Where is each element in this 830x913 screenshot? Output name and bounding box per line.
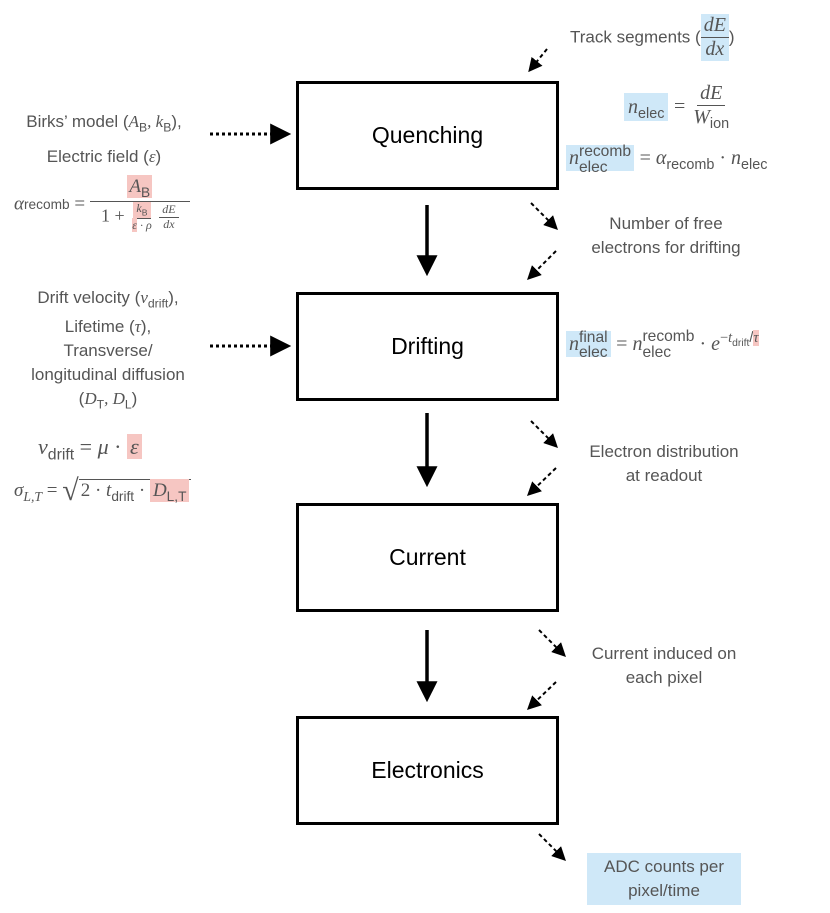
- track-in-arrow: [528, 48, 548, 73]
- stage-quenching-label: Quenching: [371, 122, 484, 148]
- drift-in-arrow: [527, 250, 557, 280]
- stage-electronics: Electronics: [296, 716, 559, 825]
- stage-current: Current: [296, 503, 559, 612]
- stage-drifting: Drifting: [296, 292, 559, 401]
- drift-out-arrow: [530, 420, 558, 448]
- current-out-arrow: [538, 629, 566, 657]
- adc-output-label: ADC counts per pixel/time: [587, 853, 741, 905]
- current-induced-label: Current induced on each pixel: [591, 644, 737, 687]
- v-drift-equation: vdrift = μ · ε: [38, 434, 142, 464]
- stage-quenching: Quenching: [296, 81, 559, 190]
- sigma-equation: σL,T = √2 · tdrift · DL,T: [14, 474, 192, 508]
- current-in-arrow: [526, 467, 557, 496]
- drift-input-label: Drift velocity (vdrift), Lifetime (τ), T…: [31, 288, 185, 412]
- electron-distribution-label: Electron distribution at readout: [589, 442, 739, 485]
- stage-drifting-label: Drifting: [391, 333, 464, 359]
- birks-input-label: Birks’ model (AB, kB), Electric field (ε…: [26, 112, 182, 167]
- stage-current-label: Current: [389, 544, 466, 570]
- quench-out-arrow: [530, 202, 558, 230]
- free-electrons-label: Number of free electrons for drifting: [591, 214, 741, 257]
- stage-electronics-label: Electronics: [371, 757, 484, 783]
- electronics-out-arrow: [538, 833, 566, 861]
- electronics-in-arrow: [526, 681, 557, 710]
